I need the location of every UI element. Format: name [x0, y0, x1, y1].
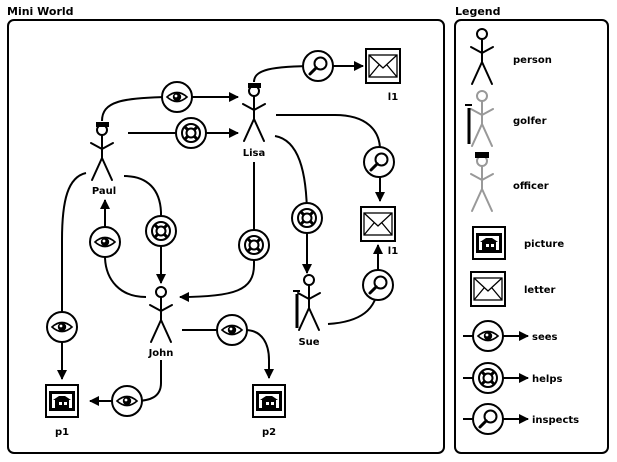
legend-label-sees: sees: [532, 332, 558, 343]
edge-paul-helps-john: [123, 175, 166, 284]
legend-label-helps: helps: [532, 374, 562, 385]
magnifier-icon: [471, 402, 505, 436]
eye-icon: [472, 320, 504, 352]
letter-icon: [470, 271, 506, 307]
person-icon: [470, 28, 494, 85]
sees-icon: [46, 311, 78, 343]
person-label-sue: Sue: [298, 337, 319, 348]
letter-icon: [360, 206, 396, 242]
legend-item-picture: picture: [472, 226, 564, 260]
picture-icon: [45, 384, 79, 418]
legend-item-sees: sees: [463, 320, 558, 352]
objects: l1 l1 p1 p2: [45, 48, 401, 438]
legend-label-picture: picture: [524, 239, 564, 250]
golfer-icon: [470, 90, 494, 147]
picture-p1-label: p1: [55, 427, 69, 438]
person-paul: Paul: [90, 122, 116, 197]
mini-world-panel: [7, 19, 445, 454]
legend-label-letter: letter: [524, 285, 556, 296]
legend-title: Legend: [455, 5, 501, 18]
sees-icon: [89, 226, 121, 258]
legend-item-helps: helps: [463, 361, 562, 395]
letter-icon: [365, 48, 401, 84]
helps-icon: [174, 116, 208, 150]
people: Paul Lisa John Sue: [90, 83, 321, 359]
picture-icon: [472, 226, 506, 260]
helps-icon: [144, 214, 178, 248]
officer-icon: [470, 155, 494, 212]
letter-top-label: l1: [388, 92, 398, 103]
legend: person golfer officer picture letter: [463, 28, 579, 436]
legend-item-letter: letter: [470, 271, 556, 307]
picture-icon: [252, 384, 286, 418]
legend-item-golfer: golfer: [465, 90, 547, 147]
picture-p2-label: p2: [262, 427, 276, 438]
legend-panel: [454, 19, 609, 454]
lifebuoy-icon: [471, 361, 505, 395]
mini-world-title: Mini World: [7, 5, 74, 18]
edge-john-sees-paul: [100, 199, 147, 298]
legend-item-inspects: inspects: [463, 402, 579, 436]
inspects-icon: [362, 145, 396, 179]
sees-icon: [216, 314, 248, 346]
inspects-icon: [301, 49, 335, 83]
inspects-icon: [361, 268, 395, 302]
person-label-john: John: [148, 348, 174, 359]
letter-mid-label: l1: [388, 246, 398, 257]
edge-lisa-helps-john: [179, 162, 255, 302]
sees-icon: [161, 81, 193, 113]
relation-symbols: [46, 49, 396, 417]
legend-item-person: person: [470, 28, 552, 85]
person-sue: Sue: [293, 274, 321, 348]
sees-icon: [111, 385, 143, 417]
legend-label-person: person: [513, 55, 552, 66]
legend-label-inspects: inspects: [532, 415, 579, 426]
helps-icon: [290, 201, 324, 235]
officer-cap-icon: [248, 83, 261, 88]
legend-label-officer: officer: [513, 181, 549, 192]
officer-cap-icon: [96, 122, 109, 127]
edge-paul-sees-p1: [57, 172, 87, 380]
person-lisa: Lisa: [242, 83, 266, 159]
person-john: John: [148, 286, 174, 359]
legend-item-officer: officer: [470, 152, 549, 212]
person-label-lisa: Lisa: [243, 148, 266, 159]
legend-label-golfer: golfer: [513, 116, 547, 127]
person-label-paul: Paul: [92, 186, 116, 197]
helps-icon: [237, 228, 271, 262]
